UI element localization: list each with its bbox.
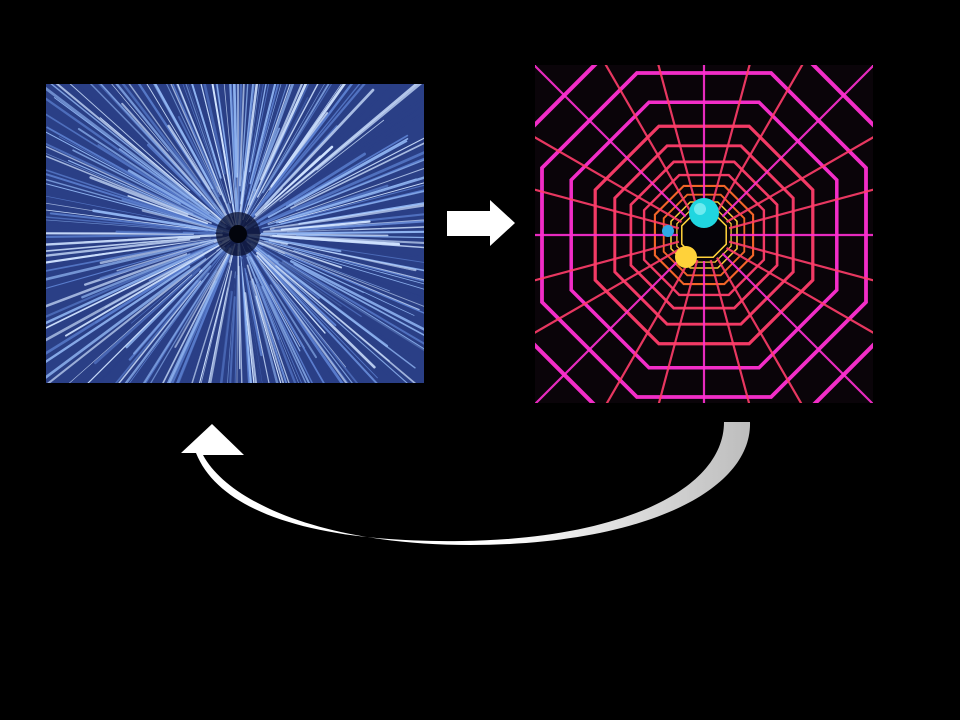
hyperspace-image — [46, 84, 424, 383]
neon-tunnel-image — [535, 65, 873, 403]
neon-grid-tunnel-icon — [535, 65, 873, 403]
hyperspace-starburst-icon — [46, 84, 424, 383]
arrow-right-icon — [447, 200, 515, 246]
curved-return-arrow-icon — [181, 422, 751, 545]
